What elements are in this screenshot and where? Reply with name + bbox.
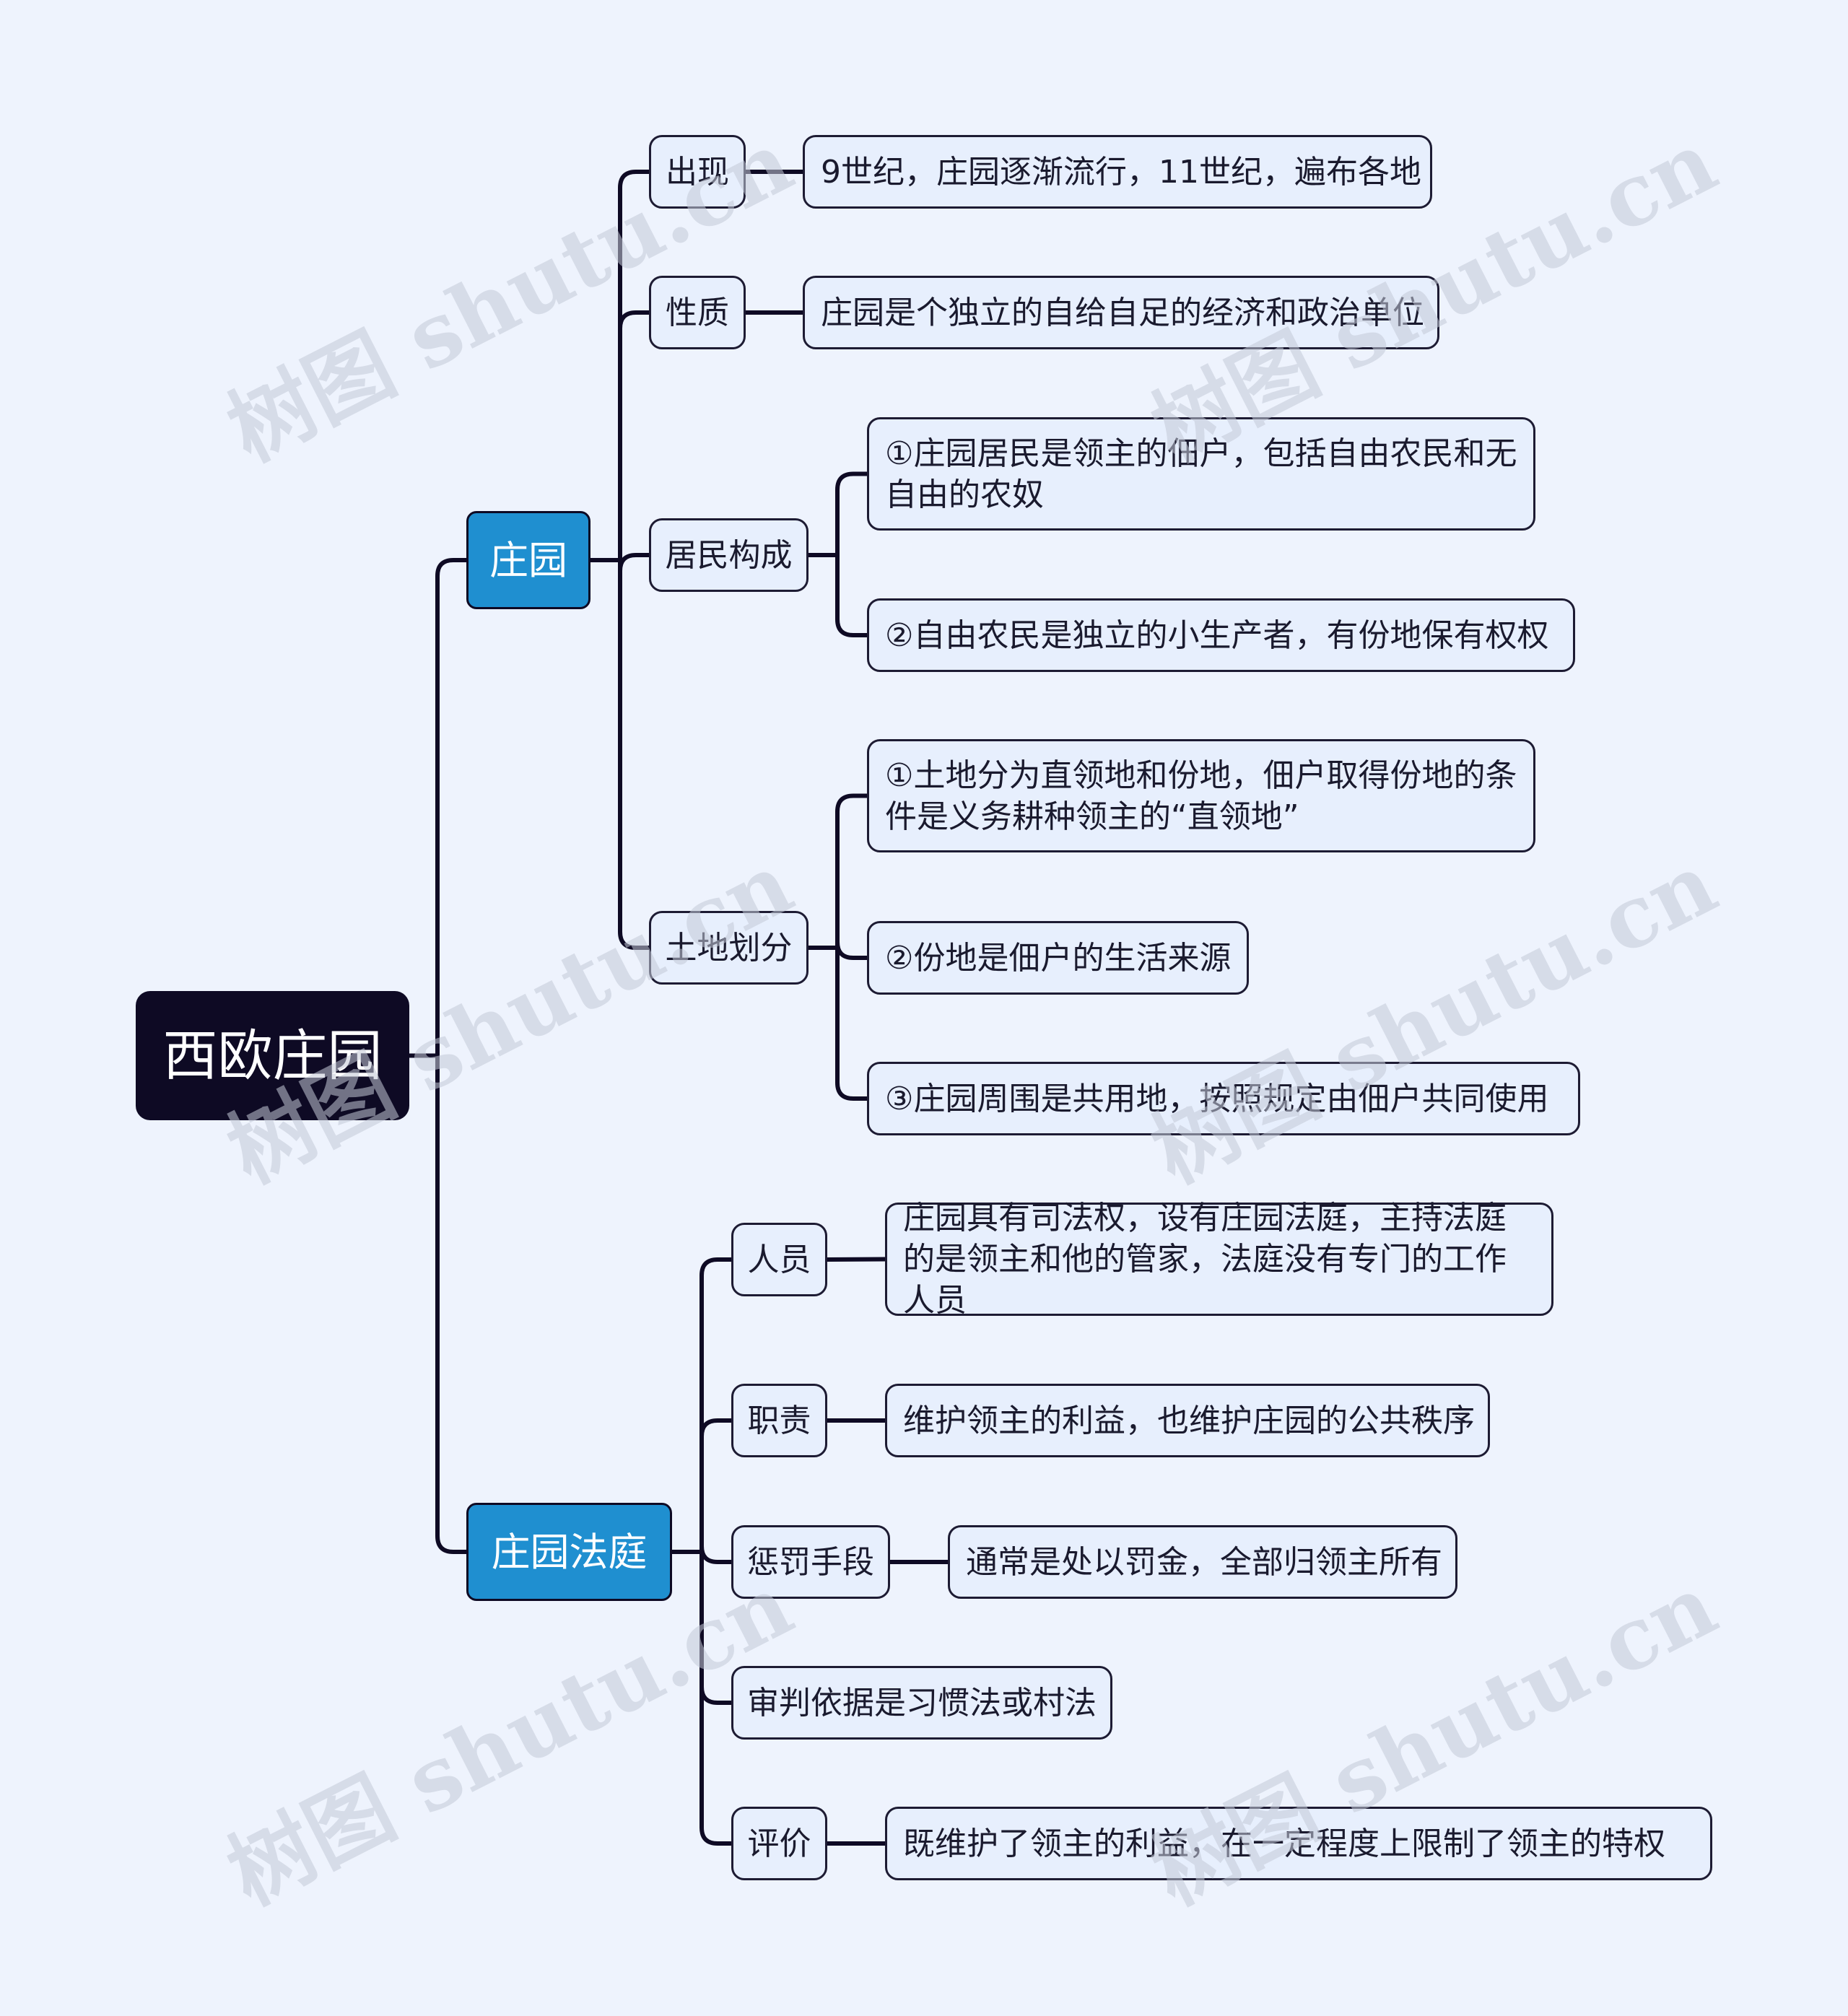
manor-connector-3 <box>588 558 651 950</box>
land-connector-0 <box>806 793 869 950</box>
detail-residents-2[interactable]: ②自由农民是独立的小生产者，有份地保有权权 <box>867 598 1575 672</box>
residents-connector-1 <box>806 553 869 637</box>
detail-punishment[interactable]: 通常是处以罚金，全部归领主所有 <box>948 1525 1457 1599</box>
topic-residents[interactable]: 居民构成 <box>649 518 808 592</box>
root-connector-1 <box>407 1053 468 1554</box>
detail-land-3[interactable]: ③庄园周围是共用地，按照规定由佃户共同使用 <box>867 1062 1580 1135</box>
residents-connector-0 <box>806 471 869 557</box>
root-node[interactable]: 西欧庄园 <box>136 991 409 1120</box>
topic-trial-basis[interactable]: 审判依据是习惯法或村法 <box>731 1666 1112 1740</box>
detail-residents-1[interactable]: ①庄园居民是领主的佃户，包括自由农民和无自由的农奴 <box>867 417 1535 531</box>
topic-nature[interactable]: 性质 <box>649 276 746 349</box>
court-connector-4 <box>670 1550 733 1846</box>
topic-duty[interactable]: 职责 <box>731 1384 827 1457</box>
topic-evaluation[interactable]: 评价 <box>731 1807 827 1880</box>
branch-manor[interactable]: 庄园 <box>466 511 590 609</box>
detail-nature[interactable]: 庄园是个独立的自给自足的经济和政治单位 <box>803 276 1439 349</box>
topic-appearance[interactable]: 出现 <box>649 135 746 209</box>
topic-land-division[interactable]: 土地划分 <box>649 911 808 985</box>
branch-manor-court[interactable]: 庄园法庭 <box>466 1503 672 1601</box>
root-connector-0 <box>407 558 468 1058</box>
detail-duty[interactable]: 维护领主的利益，也维护庄园的公共秩序 <box>885 1384 1490 1457</box>
detail-personnel[interactable]: 庄园具有司法权，设有庄园法庭，主持法庭的是领主和他的管家，法庭没有专门的工作人员 <box>885 1200 1553 1319</box>
court-connector-0 <box>670 1257 733 1554</box>
detail-land-1[interactable]: ①土地分为直领地和份地，佃户取得份地的条件是义务耕种领主的“直领地” <box>867 739 1535 852</box>
topic-personnel[interactable]: 人员 <box>731 1223 827 1296</box>
land-connector-2 <box>806 946 869 1101</box>
detail-appearance[interactable]: 9世纪，庄园逐渐流行，11世纪，遍布各地 <box>803 135 1432 209</box>
land-connector-1 <box>806 941 869 960</box>
topic-punishment[interactable]: 惩罚手段 <box>731 1525 890 1599</box>
manor-connector-0 <box>588 170 651 562</box>
manor-connector-1 <box>588 310 651 562</box>
detail-land-2[interactable]: ②份地是佃户的生活来源 <box>867 921 1249 995</box>
detail-evaluation[interactable]: 既维护了领主的利益，在一定程度上限制了领主的特权 <box>885 1807 1712 1880</box>
court-connector-2 <box>670 1545 733 1564</box>
court-connector-1 <box>670 1418 733 1554</box>
